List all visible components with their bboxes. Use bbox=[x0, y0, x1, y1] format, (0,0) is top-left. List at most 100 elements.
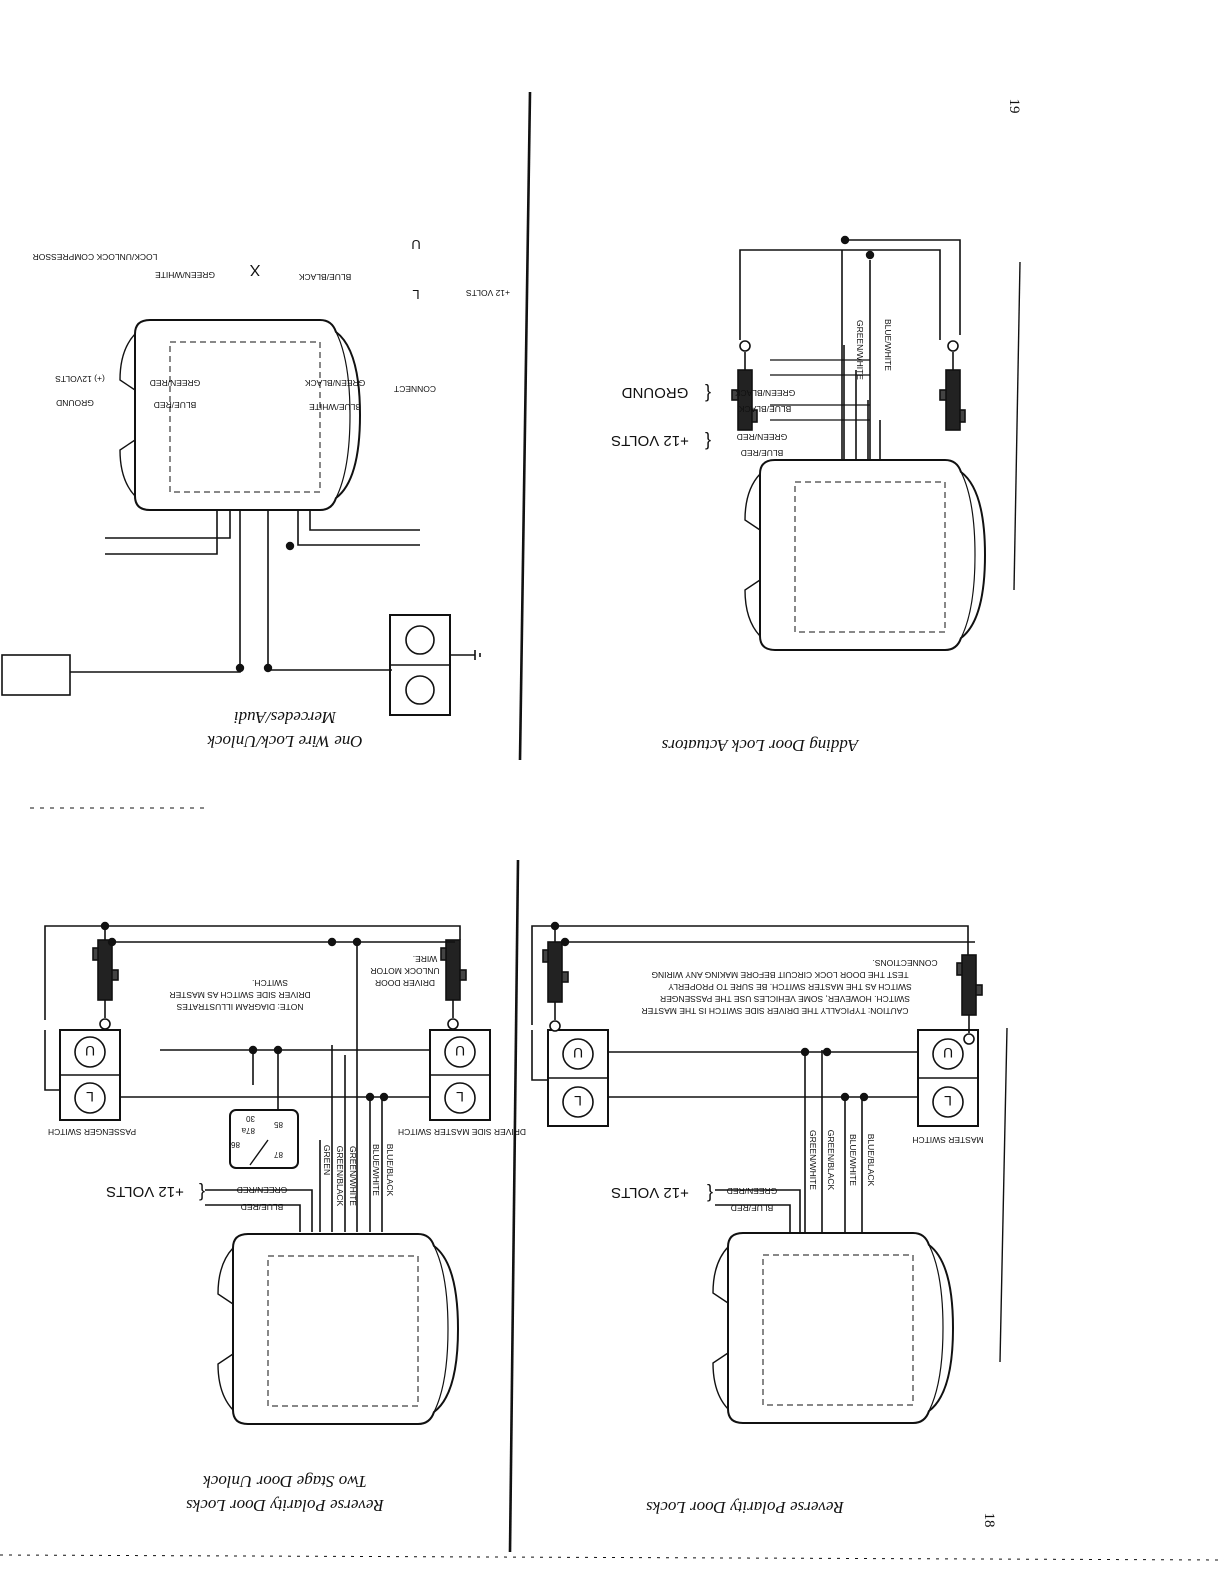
panel-adding bbox=[731, 234, 986, 651]
two-stage-plus12: +12 VOLTS bbox=[106, 1183, 184, 1200]
two-stage-blue-black: BLUE/BLACK bbox=[385, 1144, 395, 1197]
reverse-actuator-left bbox=[542, 941, 569, 1032]
relay bbox=[229, 1109, 299, 1169]
relay-87: 87 bbox=[274, 1150, 283, 1159]
master-switch-u: U bbox=[943, 1045, 953, 1061]
adding-control-module bbox=[744, 459, 986, 651]
panel-two-stage bbox=[44, 920, 491, 1425]
note-line-1: NOTE: DIAGRAM ILLUSTRATES bbox=[176, 1002, 303, 1012]
label-driver-switch: DRIVER SIDE MASTER SWITCH bbox=[398, 1127, 526, 1137]
reverse-plus12: +12 VOLTS bbox=[611, 1184, 689, 1201]
label-green-red: GREEN/RED bbox=[150, 378, 201, 388]
adding-blue-red: BLUE/RED bbox=[741, 448, 784, 458]
caution-line-4: TEST THE DOOR LOCK CIRCUIT BEFORE MAKING… bbox=[651, 970, 908, 980]
one-wire-subtitle: Mercedes/Audi bbox=[234, 708, 338, 727]
reverse-green-black: GREEN/BLACK bbox=[826, 1130, 836, 1191]
reverse-green-red: GREEN/RED bbox=[727, 1186, 778, 1196]
motor-line-1: DRIVER DOOR bbox=[375, 978, 435, 988]
adding-text: Adding Door Lock Actuators GROUND +12 VO… bbox=[611, 319, 893, 755]
one-wire-text: One Wire Lock/Unlock Mercedes/Audi LOCK/… bbox=[33, 237, 510, 751]
adding-green-white: GREEN/WHITE bbox=[855, 320, 865, 380]
adding-plus12: +12 VOLTS bbox=[611, 432, 689, 449]
passenger-switch-l: L bbox=[86, 1089, 94, 1105]
bottom-divider bbox=[508, 859, 520, 1553]
reverse-control-module bbox=[712, 1232, 954, 1424]
label-passenger-switch: PASSENGER SWITCH bbox=[48, 1127, 136, 1137]
wire-blue-red bbox=[105, 510, 231, 539]
caution-line-5: CONNECTIONS. bbox=[872, 958, 937, 968]
actuator-right bbox=[731, 340, 758, 431]
adding-green-red: GREEN/RED bbox=[737, 432, 788, 442]
right-rule-top bbox=[1013, 261, 1021, 591]
one-wire-switch-u: U bbox=[411, 237, 420, 252]
two-stage-blue-red: BLUE/RED bbox=[241, 1202, 284, 1212]
driver-actuator bbox=[440, 939, 467, 1030]
reverse-blue-red: BLUE/RED bbox=[731, 1203, 774, 1213]
label-plus12-paren: (+) 12VOLTS bbox=[55, 374, 105, 384]
passenger-switch-u: U bbox=[85, 1043, 95, 1059]
relay-30: 30 bbox=[246, 1114, 255, 1123]
adding-blue-white: BLUE/WHITE bbox=[883, 319, 893, 371]
relay-87a: 87a bbox=[241, 1126, 255, 1135]
reverse-text: Reverse Polarity Door Locks MASTER SWITC… bbox=[573, 958, 984, 1517]
label-master-switch: MASTER SWITCH bbox=[912, 1135, 983, 1145]
relay-85: 85 bbox=[274, 1120, 283, 1129]
page-number-bottom: 18 bbox=[981, 1513, 997, 1528]
two-stage-control-module bbox=[217, 1233, 459, 1425]
two-stage-blue-white: BLUE/WHITE bbox=[371, 1144, 381, 1196]
note-line-3: SWITCH. bbox=[252, 978, 288, 988]
one-wire-control-module bbox=[119, 319, 361, 511]
adding-green-black: GREEN/BLACK bbox=[734, 388, 795, 398]
label-plus12: +12 VOLTS bbox=[466, 288, 510, 298]
wire-green-red bbox=[105, 510, 218, 555]
two-stage-green: GREEN bbox=[322, 1145, 332, 1175]
adding-title: Adding Door Lock Actuators bbox=[661, 736, 859, 755]
svg-text:{: { bbox=[705, 384, 711, 404]
panel-reverse bbox=[531, 920, 983, 1424]
reverse-left-switch-l: L bbox=[574, 1093, 582, 1109]
driver-switch-l: L bbox=[456, 1089, 464, 1105]
reverse-blue-white: BLUE/WHITE bbox=[848, 1134, 858, 1186]
top-divider bbox=[518, 91, 532, 761]
label-ground: GROUND bbox=[56, 398, 94, 408]
motor-line-3: WIRE. bbox=[413, 954, 438, 964]
reverse-left-switch-u: U bbox=[573, 1045, 583, 1061]
reverse-title: Reverse Polarity Door Locks bbox=[646, 1498, 845, 1517]
caution-line-3: SWITCH AS THE MASTER SWITCH. BE SURE TO … bbox=[668, 982, 912, 992]
bottom-dashed-rule bbox=[0, 1554, 1224, 1561]
two-stage-green-black: GREEN/BLACK bbox=[335, 1146, 345, 1207]
master-switch-l: L bbox=[944, 1093, 952, 1109]
two-stage-green-white: GREEN/WHITE bbox=[348, 1146, 358, 1206]
page-number-top: 19 bbox=[1006, 99, 1022, 114]
label-green-black: GREEN/BLACK bbox=[304, 378, 365, 388]
caution-line-2: SWITCH. HOWEVER, SOME VEHICLES USE THE P… bbox=[660, 994, 910, 1004]
actuator-left bbox=[939, 340, 966, 431]
wire-blue-white bbox=[309, 510, 420, 531]
panel-one-wire bbox=[1, 319, 481, 716]
driver-switch-u: U bbox=[455, 1043, 465, 1059]
reverse-green-white: GREEN/WHITE bbox=[808, 1130, 818, 1190]
one-wire-switch-l: L bbox=[412, 287, 419, 302]
right-rule-bottom bbox=[999, 1027, 1008, 1363]
one-wire-title: One Wire Lock/Unlock bbox=[207, 732, 363, 751]
label-blue-black: BLUE/BLACK bbox=[298, 272, 351, 282]
label-connect: CONNECT bbox=[394, 384, 436, 394]
two-stage-title: Reverse Polarity Door Locks bbox=[186, 1496, 385, 1515]
label-blue-red: BLUE/RED bbox=[154, 400, 197, 410]
label-x-mark: X bbox=[249, 261, 260, 278]
label-blue-white: BLUE/WHITE bbox=[309, 402, 361, 412]
caution-line-1: CAUTION: TYPICALLY THE DRIVER SIDE SWITC… bbox=[641, 1006, 908, 1016]
adding-blue-black: BLUE/BLACK bbox=[738, 404, 791, 414]
svg-text:{: { bbox=[707, 1184, 713, 1204]
compressor-box bbox=[1, 654, 71, 696]
svg-text:{: { bbox=[199, 1183, 205, 1203]
reverse-blue-black: BLUE/BLACK bbox=[866, 1134, 876, 1187]
wire-green-black bbox=[297, 510, 420, 546]
wire-blue-black bbox=[267, 510, 392, 671]
wire-green-white bbox=[70, 510, 241, 673]
label-green-white: GREEN/WHITE bbox=[155, 270, 215, 280]
adding-ground: GROUND bbox=[622, 384, 689, 401]
two-stage-subtitle: Two Stage Door Unlock bbox=[203, 1472, 367, 1491]
two-stage-text: Reverse Polarity Door Locks Two Stage Do… bbox=[48, 954, 526, 1515]
